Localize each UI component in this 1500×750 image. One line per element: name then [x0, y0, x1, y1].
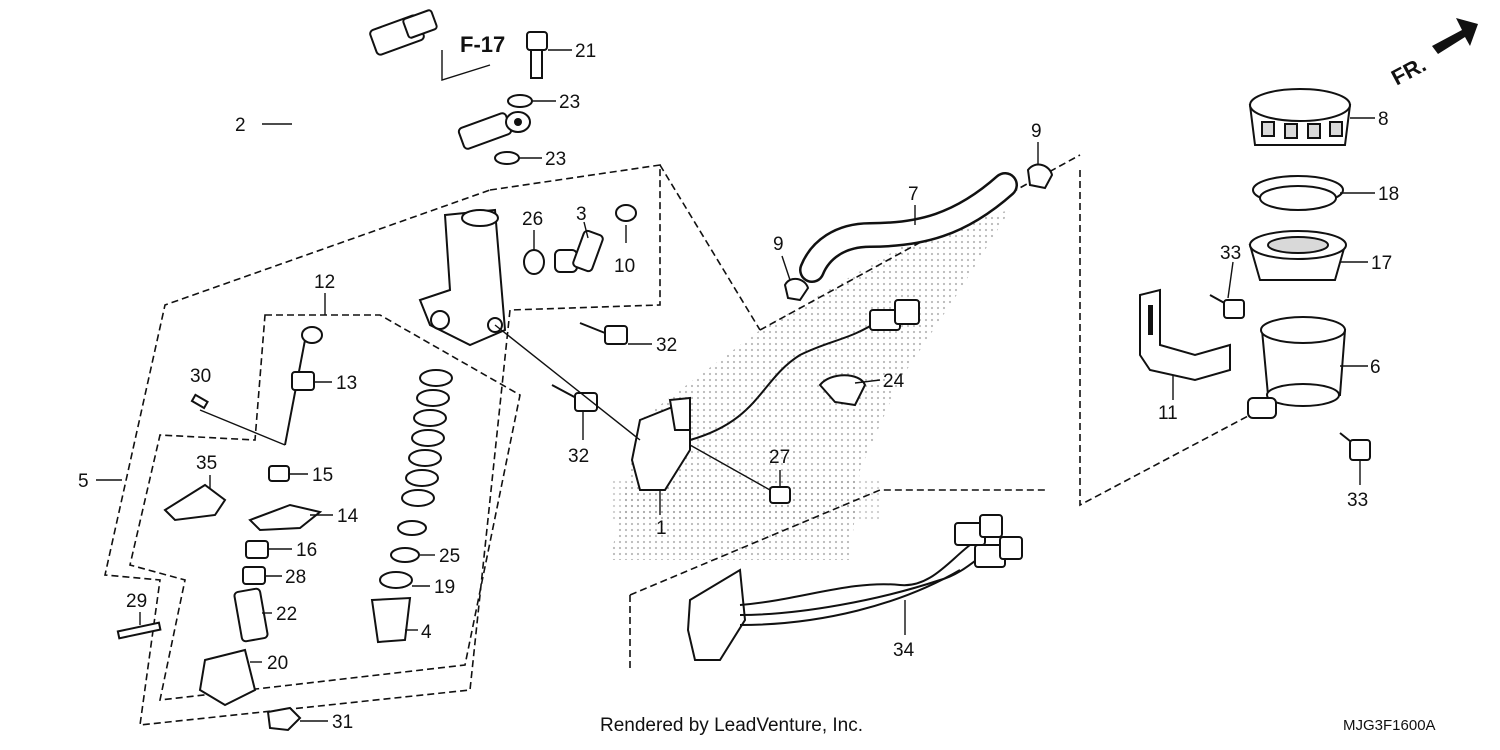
- brake-hose: [268, 9, 531, 218]
- callout-2: 2: [235, 115, 246, 136]
- callout-13: 13: [336, 373, 357, 394]
- callout-29: 29: [126, 591, 147, 612]
- spring-stack: [397, 369, 453, 536]
- reservoir-cap-8: [1248, 88, 1352, 146]
- callout-7: 7: [908, 184, 919, 205]
- front-direction-arrow: FR.: [1387, 18, 1478, 90]
- callout-18: 18: [1378, 184, 1399, 205]
- assembly-outline-switch: [629, 489, 1045, 670]
- master-cylinder-body: [418, 208, 507, 347]
- nut-28: [242, 566, 266, 585]
- callout-35: 35: [196, 453, 217, 474]
- callout-14: 14: [337, 506, 359, 527]
- callout-6: 6: [1370, 357, 1381, 378]
- callout-31: 31: [332, 712, 353, 733]
- hose-clip-9-upper: [1026, 163, 1054, 190]
- callout-8: 8: [1378, 109, 1389, 130]
- clip-10: [615, 204, 637, 222]
- washer-25: [390, 547, 420, 563]
- callout-20: 20: [267, 653, 288, 674]
- leader-lines: [96, 49, 1375, 722]
- direction-label: FR.: [1387, 52, 1430, 91]
- bolt-32-upper: [579, 322, 628, 345]
- callout-11: 11: [1158, 403, 1178, 424]
- callout-24: 24: [883, 371, 905, 392]
- callout-9-lower: 9: [773, 234, 784, 255]
- callout-30: 30: [190, 366, 211, 387]
- diagram-code: MJG3F1600A: [1343, 717, 1436, 734]
- callout-27: 27: [769, 447, 790, 468]
- callout-16: 16: [296, 540, 317, 561]
- callout-34: 34: [893, 640, 915, 661]
- reference-label: F-17: [460, 32, 505, 57]
- pin-31: [266, 706, 302, 732]
- callout-23-lower: 23: [545, 149, 566, 170]
- reservoir-stay-11: [1139, 288, 1231, 382]
- reservoir-hose-7: [799, 172, 1018, 283]
- callout-32-lower: 32: [568, 446, 589, 467]
- clamp-24: [818, 374, 867, 407]
- bolt-33-upper: [1209, 294, 1245, 319]
- boot-14: [248, 503, 323, 532]
- circlip-19: [379, 571, 413, 589]
- callout-15: 15: [312, 465, 333, 486]
- callout-25: 25: [439, 546, 460, 567]
- watermark-wing: [610, 210, 1010, 560]
- callout-22: 22: [276, 604, 297, 625]
- bolt-32-lower: [551, 384, 598, 412]
- brake-switch-1: [630, 299, 920, 491]
- callout-19: 19: [434, 577, 455, 598]
- boot-4: [370, 596, 412, 644]
- pin-30: [190, 393, 209, 410]
- joint-22: [233, 587, 269, 643]
- callout-17: 17: [1371, 253, 1392, 274]
- switch-harness-34: [686, 514, 1023, 661]
- washer-23-lower: [494, 151, 520, 165]
- pin-29: [116, 621, 162, 640]
- callout-21: 21: [575, 41, 596, 62]
- joint-3: [554, 229, 604, 273]
- callout-33-lower: 33: [1347, 490, 1368, 511]
- callout-9-upper: 9: [1031, 121, 1042, 142]
- callout-26: 26: [522, 209, 543, 230]
- reservoir-6: [1247, 316, 1347, 419]
- nut-16: [245, 540, 269, 559]
- boot-35: [163, 483, 227, 522]
- clevis-20: [198, 648, 257, 707]
- diaphragm-17: [1248, 230, 1347, 281]
- callout-4: 4: [421, 622, 432, 643]
- plate-18: [1252, 175, 1344, 211]
- callout-5: 5: [78, 471, 89, 492]
- leader-dash-hose: [659, 164, 761, 331]
- hose-clip-9-lower: [783, 277, 810, 302]
- callout-28: 28: [285, 567, 306, 588]
- callout-1: 1: [656, 518, 667, 539]
- callout-10: 10: [614, 256, 635, 277]
- callout-32-upper: 32: [656, 335, 677, 356]
- washer-23-upper: [507, 94, 533, 108]
- callout-33-upper: 33: [1220, 243, 1241, 264]
- credit-text: Rendered by LeadVenture, Inc.: [600, 715, 863, 736]
- screw-27: [769, 486, 791, 504]
- assembly-outline-reservoir: [1079, 170, 1251, 507]
- callout-12: 12: [314, 272, 335, 293]
- callout-23-upper: 23: [559, 92, 580, 113]
- nut-15: [268, 465, 290, 482]
- o-ring-26: [523, 249, 545, 275]
- callout-3: 3: [576, 204, 587, 225]
- bolt-21: [526, 31, 548, 79]
- bolt-33-lower: [1339, 432, 1371, 461]
- push-rod-13: [284, 326, 323, 446]
